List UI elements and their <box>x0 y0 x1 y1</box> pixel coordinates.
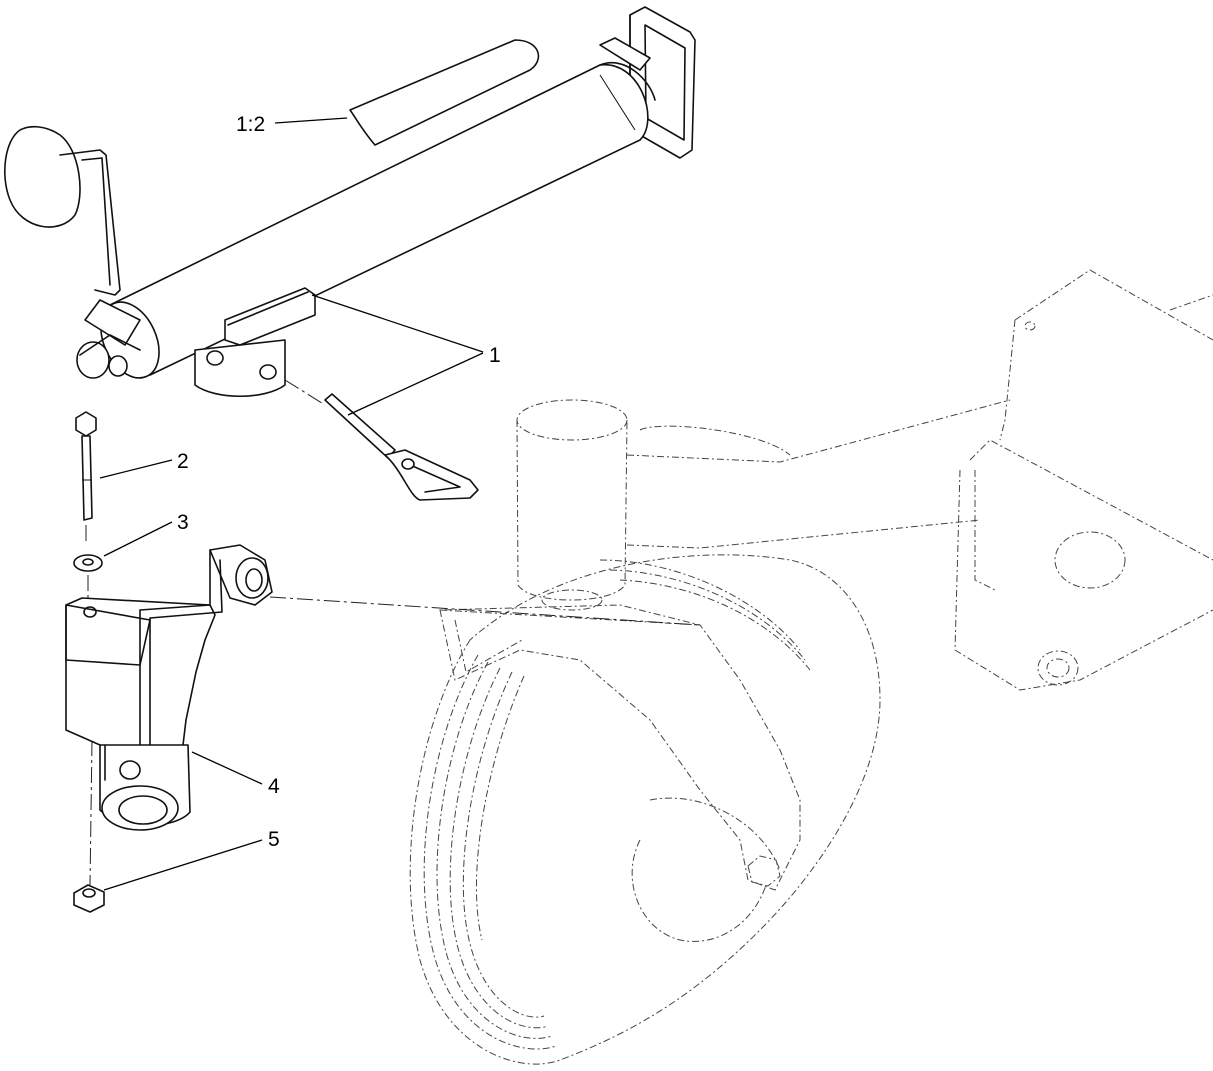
jack-mount-bracket <box>194 287 316 398</box>
callouts: 1:2 1 2 3 4 5 <box>99 113 501 891</box>
phantom-caster-tube <box>516 399 628 611</box>
leader-3 <box>103 521 173 557</box>
jack-stand-assembly <box>4 6 696 501</box>
callout-1-2: 1:2 <box>236 113 265 136</box>
center-lines <box>85 379 701 886</box>
jack-tube <box>100 37 656 379</box>
callout-3: 3 <box>177 511 189 534</box>
leader-5 <box>103 839 263 891</box>
washer <box>73 554 103 572</box>
mount-bracket <box>65 544 273 831</box>
phantom-frame <box>626 269 1213 691</box>
leader-1a <box>311 294 484 353</box>
phantom-fork <box>439 604 801 891</box>
flange-nut <box>73 884 105 913</box>
callout-4: 4 <box>268 775 280 798</box>
callout-2: 2 <box>177 450 189 473</box>
phantom-caster-wheel <box>409 554 881 1065</box>
callout-1: 1 <box>489 344 501 367</box>
callout-5: 5 <box>268 828 280 851</box>
leader-2 <box>99 459 173 479</box>
phantom-machine <box>409 269 1213 1065</box>
leader-1b <box>347 352 484 416</box>
jack-hitch-pin <box>324 393 479 501</box>
jack-decal <box>349 39 540 146</box>
bolt <box>75 411 97 521</box>
leader-1-2 <box>274 117 348 124</box>
jack-crank-handle <box>4 125 141 379</box>
leader-4 <box>191 751 263 785</box>
